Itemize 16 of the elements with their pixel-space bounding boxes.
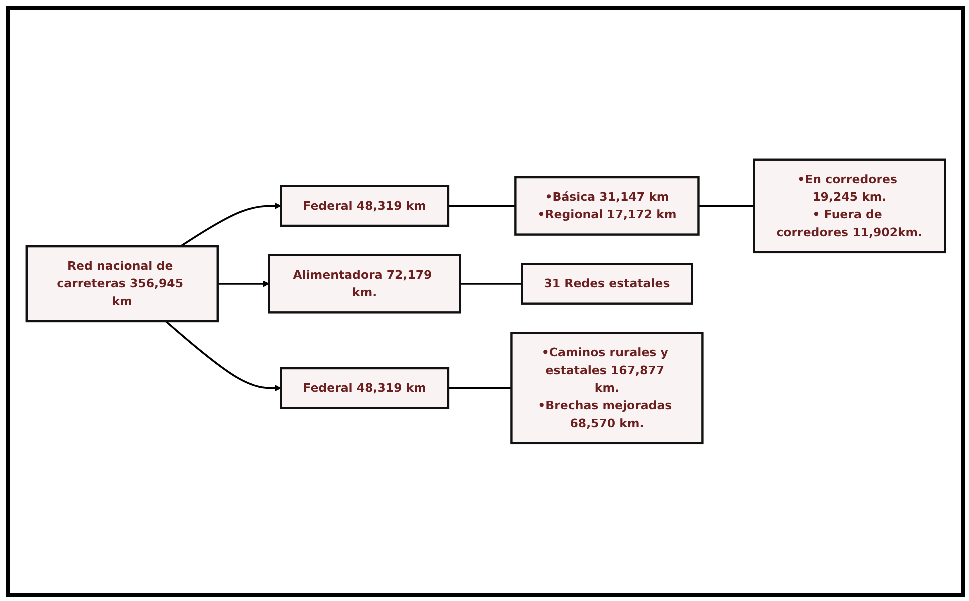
node-box <box>280 367 450 410</box>
node-box <box>514 176 700 236</box>
arrow <box>164 320 281 392</box>
connector <box>448 387 512 390</box>
connector <box>698 205 754 207</box>
node-box <box>25 245 218 322</box>
connector <box>460 282 522 285</box>
node-box <box>520 262 693 305</box>
node-box <box>510 332 704 444</box>
diagram-frame: Red nacional de carreteras 356,945 km Federal 48,319 km •Básica 31,147 km •Regional 17,172 km •En corredores 19,245 km. • Fuera de corredores 11,902km. Alimentadora 72,179 km. 31 Redes estatales Federal 48,319 km •Caminos rurales y estatales 167,877 km. •Brechas mejoradas 68,570 km. <box>6 6 965 597</box>
node-box <box>280 185 450 227</box>
arrow <box>180 202 281 248</box>
arrow <box>217 280 270 288</box>
connector <box>448 205 516 207</box>
node-box <box>268 254 461 314</box>
node-box <box>752 158 946 254</box>
